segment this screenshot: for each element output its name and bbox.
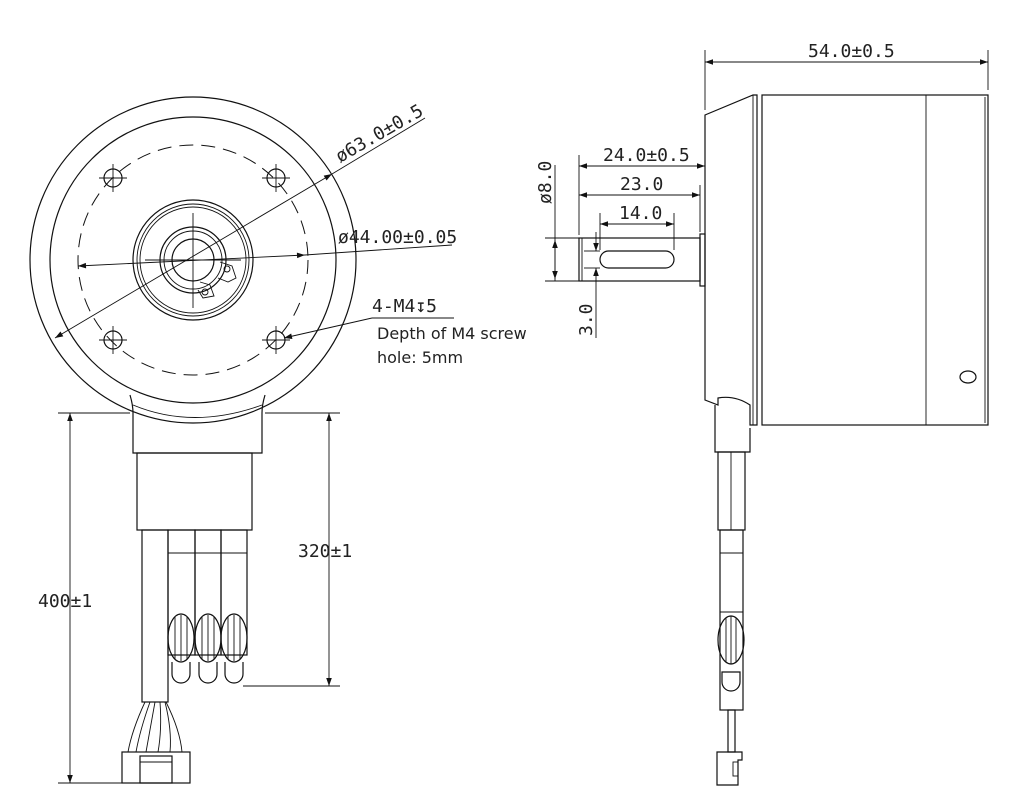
shaft-usable-length-label: 23.0: [620, 174, 663, 195]
screw-hole-icon: [262, 164, 290, 192]
outer-diameter-label: ø63.0±0.5: [332, 100, 427, 167]
side-view: [545, 50, 989, 786]
screw-hole-icon: [99, 164, 127, 192]
flange-circle: [49, 116, 337, 404]
shaft-length-label: 24.0±0.5: [603, 145, 690, 166]
outer-housing-circle: [29, 96, 357, 424]
bullet-connectors: [167, 529, 248, 684]
side-hole-icon: [959, 370, 977, 384]
screw-note-line2: hole: 5mm: [377, 348, 463, 367]
screw-note-line1: Depth of M4 screw: [377, 324, 527, 343]
screw-hole-icon: [99, 326, 127, 354]
screw-holes: [99, 164, 290, 354]
screw-spec-label: 4-M4↧5: [372, 296, 437, 317]
front-view: [29, 96, 454, 784]
screw-hole-icon: [262, 326, 290, 354]
connector-cable-length-label: 320±1: [298, 541, 352, 562]
shaft: [578, 237, 701, 282]
keyway: [599, 250, 675, 269]
bolt-circle-diameter-label: ø44.00±0.05: [338, 227, 457, 248]
keyway-length-label: 14.0: [619, 203, 662, 224]
total-cable-length-label: 400±1: [38, 591, 92, 612]
body-length-label: 54.0±0.5: [808, 41, 895, 62]
connector-plug: [121, 751, 191, 784]
cable-exit: [121, 394, 266, 784]
keyway-width-label: 3.0: [576, 303, 597, 336]
shaft-diameter-label: ø8.0: [535, 161, 556, 204]
